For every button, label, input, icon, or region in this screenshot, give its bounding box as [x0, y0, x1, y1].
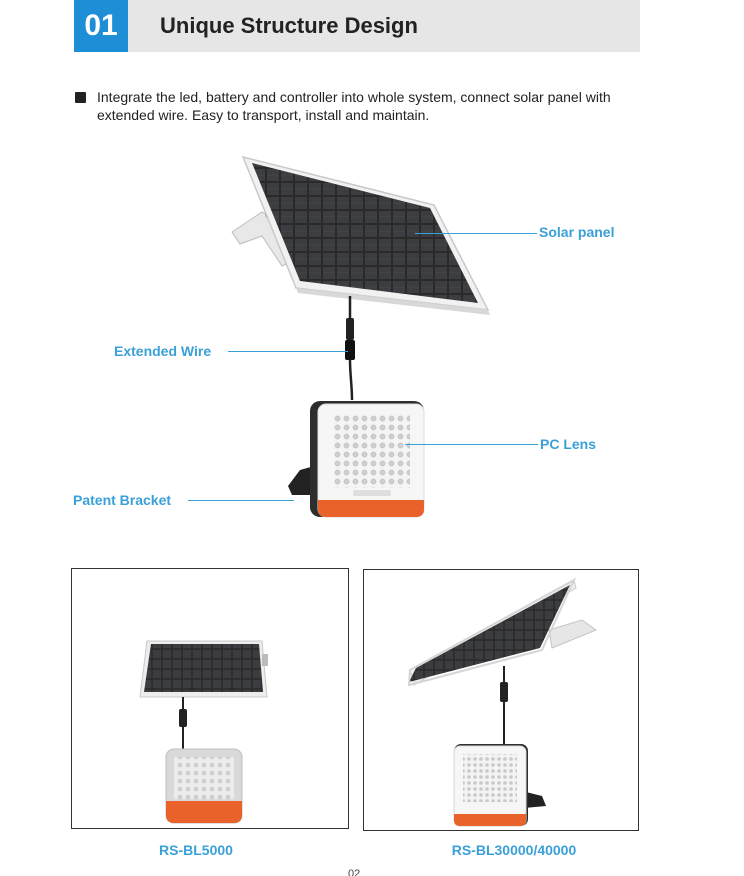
- pc-lens-leader: [405, 444, 538, 445]
- section-header: [74, 0, 640, 52]
- solar-panel-label: Solar panel: [539, 224, 615, 240]
- bullet-icon: [75, 92, 86, 103]
- product-image-large: [407, 577, 598, 827]
- pc-lens-label: PC Lens: [540, 436, 597, 452]
- extended-wire-label: Extended Wire: [114, 343, 212, 359]
- product-box-large: [363, 569, 639, 831]
- intro-text: Integrate the led, battery and controlle…: [97, 89, 611, 123]
- section-title: Unique Structure Design: [160, 13, 418, 38]
- section-number: 01: [74, 0, 128, 52]
- product-caption-large: RS-BL30000/40000: [451, 842, 577, 858]
- solar-panel: [241, 155, 490, 315]
- extended-wire-leader: [228, 351, 348, 352]
- patent-bracket-label: Patent Bracket: [73, 492, 172, 508]
- extended-wire: [345, 296, 355, 401]
- product-caption-small: RS-BL5000: [159, 842, 233, 858]
- page-number: 02: [348, 868, 361, 876]
- patent-bracket-leader: [188, 500, 294, 501]
- floodlight: [288, 401, 425, 518]
- solar-panel-leader: [415, 233, 537, 234]
- product-image-small: [139, 640, 268, 824]
- product-box-small: [71, 568, 349, 829]
